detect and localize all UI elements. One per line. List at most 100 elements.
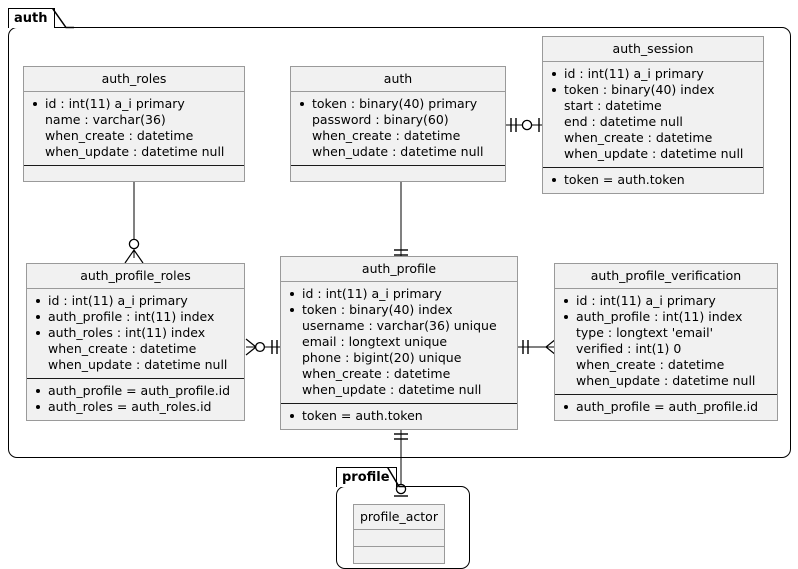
relation-dot-icon — [552, 178, 556, 182]
column-label: auth_profile : int(11) index — [48, 309, 215, 324]
primary-key-dot-icon — [552, 72, 556, 76]
entity-auth_roles[interactable]: auth_roles id : int(11) a_i primary name… — [23, 66, 245, 182]
entity-auth[interactable]: auth token : binary(40) primary password… — [290, 66, 506, 182]
column-row: token : binary(40) primary — [299, 96, 497, 112]
column-row: when_create : datetime — [35, 341, 236, 357]
column-row: phone : bigint(20) unique — [289, 350, 509, 366]
column-row: auth_roles : int(11) index — [35, 325, 236, 341]
index-key-dot-icon — [552, 88, 556, 92]
entity-auth_profile[interactable]: auth_profile id : int(11) a_i primary to… — [280, 256, 518, 430]
column-label: username : varchar(36) unique — [302, 318, 497, 333]
column-label: end : datetime null — [564, 114, 683, 129]
column-label: auth_roles : int(11) index — [48, 325, 206, 340]
entity-auth_roles-columns: id : int(11) a_i primary name : varchar(… — [24, 92, 244, 165]
column-row: id : int(11) a_i primary — [563, 293, 769, 309]
column-row: auth_profile : int(11) index — [35, 309, 236, 325]
relation-label: auth_profile = auth_profile.id — [576, 399, 759, 414]
divider — [354, 546, 444, 547]
entity-auth_session-columns: id : int(11) a_i primary token : binary(… — [543, 62, 763, 167]
relation-label: auth_roles = auth_roles.id — [48, 399, 212, 414]
divider — [291, 165, 505, 166]
primary-key-dot-icon — [300, 102, 304, 106]
relation-label: auth_profile = auth_profile.id — [48, 383, 231, 398]
index-key-dot-icon — [564, 315, 568, 319]
column-row: when_create : datetime — [32, 128, 236, 144]
divider — [291, 91, 505, 92]
column-label: type : longtext 'email' — [576, 325, 714, 340]
column-row: password : binary(60) — [299, 112, 497, 128]
primary-key-dot-icon — [36, 299, 40, 303]
entity-auth_profile_roles-relations: auth_profile = auth_profile.id auth_role… — [27, 379, 244, 420]
entity-auth_session[interactable]: auth_session id : int(11) a_i primary to… — [542, 36, 764, 194]
column-row: when_create : datetime — [551, 130, 755, 146]
entity-auth_profile-columns: id : int(11) a_i primary token : binary(… — [281, 282, 517, 403]
column-row: when_update : datetime null — [289, 382, 509, 398]
connector-auth_profile-to-auth_profile_verification — [518, 338, 557, 356]
column-label: token : binary(40) primary — [312, 96, 478, 111]
column-label: when_create : datetime — [312, 128, 461, 143]
primary-key-dot-icon — [564, 299, 568, 303]
column-label: when_create : datetime — [564, 130, 713, 145]
column-row: username : varchar(36) unique — [289, 318, 509, 334]
package-auth-tab-label: auth — [8, 8, 55, 28]
column-label: phone : bigint(20) unique — [302, 350, 462, 365]
column-label: when_update : datetime null — [45, 144, 225, 159]
entity-auth-relations — [291, 166, 505, 181]
column-label: verified : int(1) 0 — [576, 341, 682, 356]
package-auth-body — [8, 27, 791, 458]
entity-auth_profile_verification-title: auth_profile_verification — [555, 264, 777, 288]
column-label: id : int(11) a_i primary — [302, 286, 442, 301]
column-label: id : int(11) a_i primary — [45, 96, 185, 111]
column-row: name : varchar(36) — [32, 112, 236, 128]
relation-row: auth_profile = auth_profile.id — [35, 383, 236, 399]
column-row: id : int(11) a_i primary — [35, 293, 236, 309]
divider — [281, 403, 517, 404]
entity-auth-columns: token : binary(40) primary password : bi… — [291, 92, 505, 165]
relation-dot-icon — [36, 389, 40, 393]
relation-dot-icon — [290, 414, 294, 418]
column-row: token : binary(40) index — [289, 302, 509, 318]
column-row: id : int(11) a_i primary — [289, 286, 509, 302]
entity-auth-title: auth — [291, 67, 505, 91]
column-row: id : int(11) a_i primary — [32, 96, 236, 112]
relation-label: token = auth.token — [302, 408, 423, 423]
entity-auth_profile_roles-title: auth_profile_roles — [27, 264, 244, 288]
relation-label: token = auth.token — [564, 172, 685, 187]
column-label: auth_profile : int(11) index — [576, 309, 743, 324]
column-row: when_create : datetime — [563, 357, 769, 373]
column-label: id : int(11) a_i primary — [576, 293, 716, 308]
entity-profile_actor[interactable]: profile_actor — [353, 504, 445, 564]
column-label: when_create : datetime — [302, 366, 451, 381]
divider — [27, 288, 244, 289]
divider — [555, 394, 777, 395]
entity-profile_actor-title: profile_actor — [354, 505, 444, 529]
connector-auth_roles-to-auth_profile_roles — [124, 170, 144, 264]
relation-dot-icon — [564, 405, 568, 409]
index-key-dot-icon — [290, 308, 294, 312]
column-row: auth_profile : int(11) index — [563, 309, 769, 325]
divider — [24, 165, 244, 166]
entity-auth_profile_verification[interactable]: auth_profile_verification id : int(11) a… — [554, 263, 778, 421]
connector-auth_profile_roles-to-auth_profile — [245, 338, 282, 356]
entity-auth_profile-relations: token = auth.token — [281, 404, 517, 429]
column-label: when_create : datetime — [576, 357, 725, 372]
entity-auth_profile-title: auth_profile — [281, 257, 517, 281]
column-label: when_update : datetime null — [564, 146, 744, 161]
column-label: when_create : datetime — [45, 128, 194, 143]
column-label: password : binary(60) — [312, 112, 449, 127]
column-row: id : int(11) a_i primary — [551, 66, 755, 82]
relation-row: auth_roles = auth_roles.id — [35, 399, 236, 415]
column-row: when_update : datetime null — [32, 144, 236, 160]
divider — [27, 378, 244, 379]
column-row: when_update : datetime null — [563, 373, 769, 389]
column-row: when_update : datetime null — [551, 146, 755, 162]
primary-key-dot-icon — [33, 102, 37, 106]
entity-auth_roles-title: auth_roles — [24, 67, 244, 91]
column-row: end : datetime null — [551, 114, 755, 130]
divider — [354, 529, 444, 530]
connector-auth-to-auth_profile — [394, 170, 408, 262]
column-label: start : datetime — [564, 98, 662, 113]
relation-row: auth_profile = auth_profile.id — [563, 399, 769, 415]
entity-auth_profile_roles[interactable]: auth_profile_roles id : int(11) a_i prim… — [26, 263, 245, 421]
